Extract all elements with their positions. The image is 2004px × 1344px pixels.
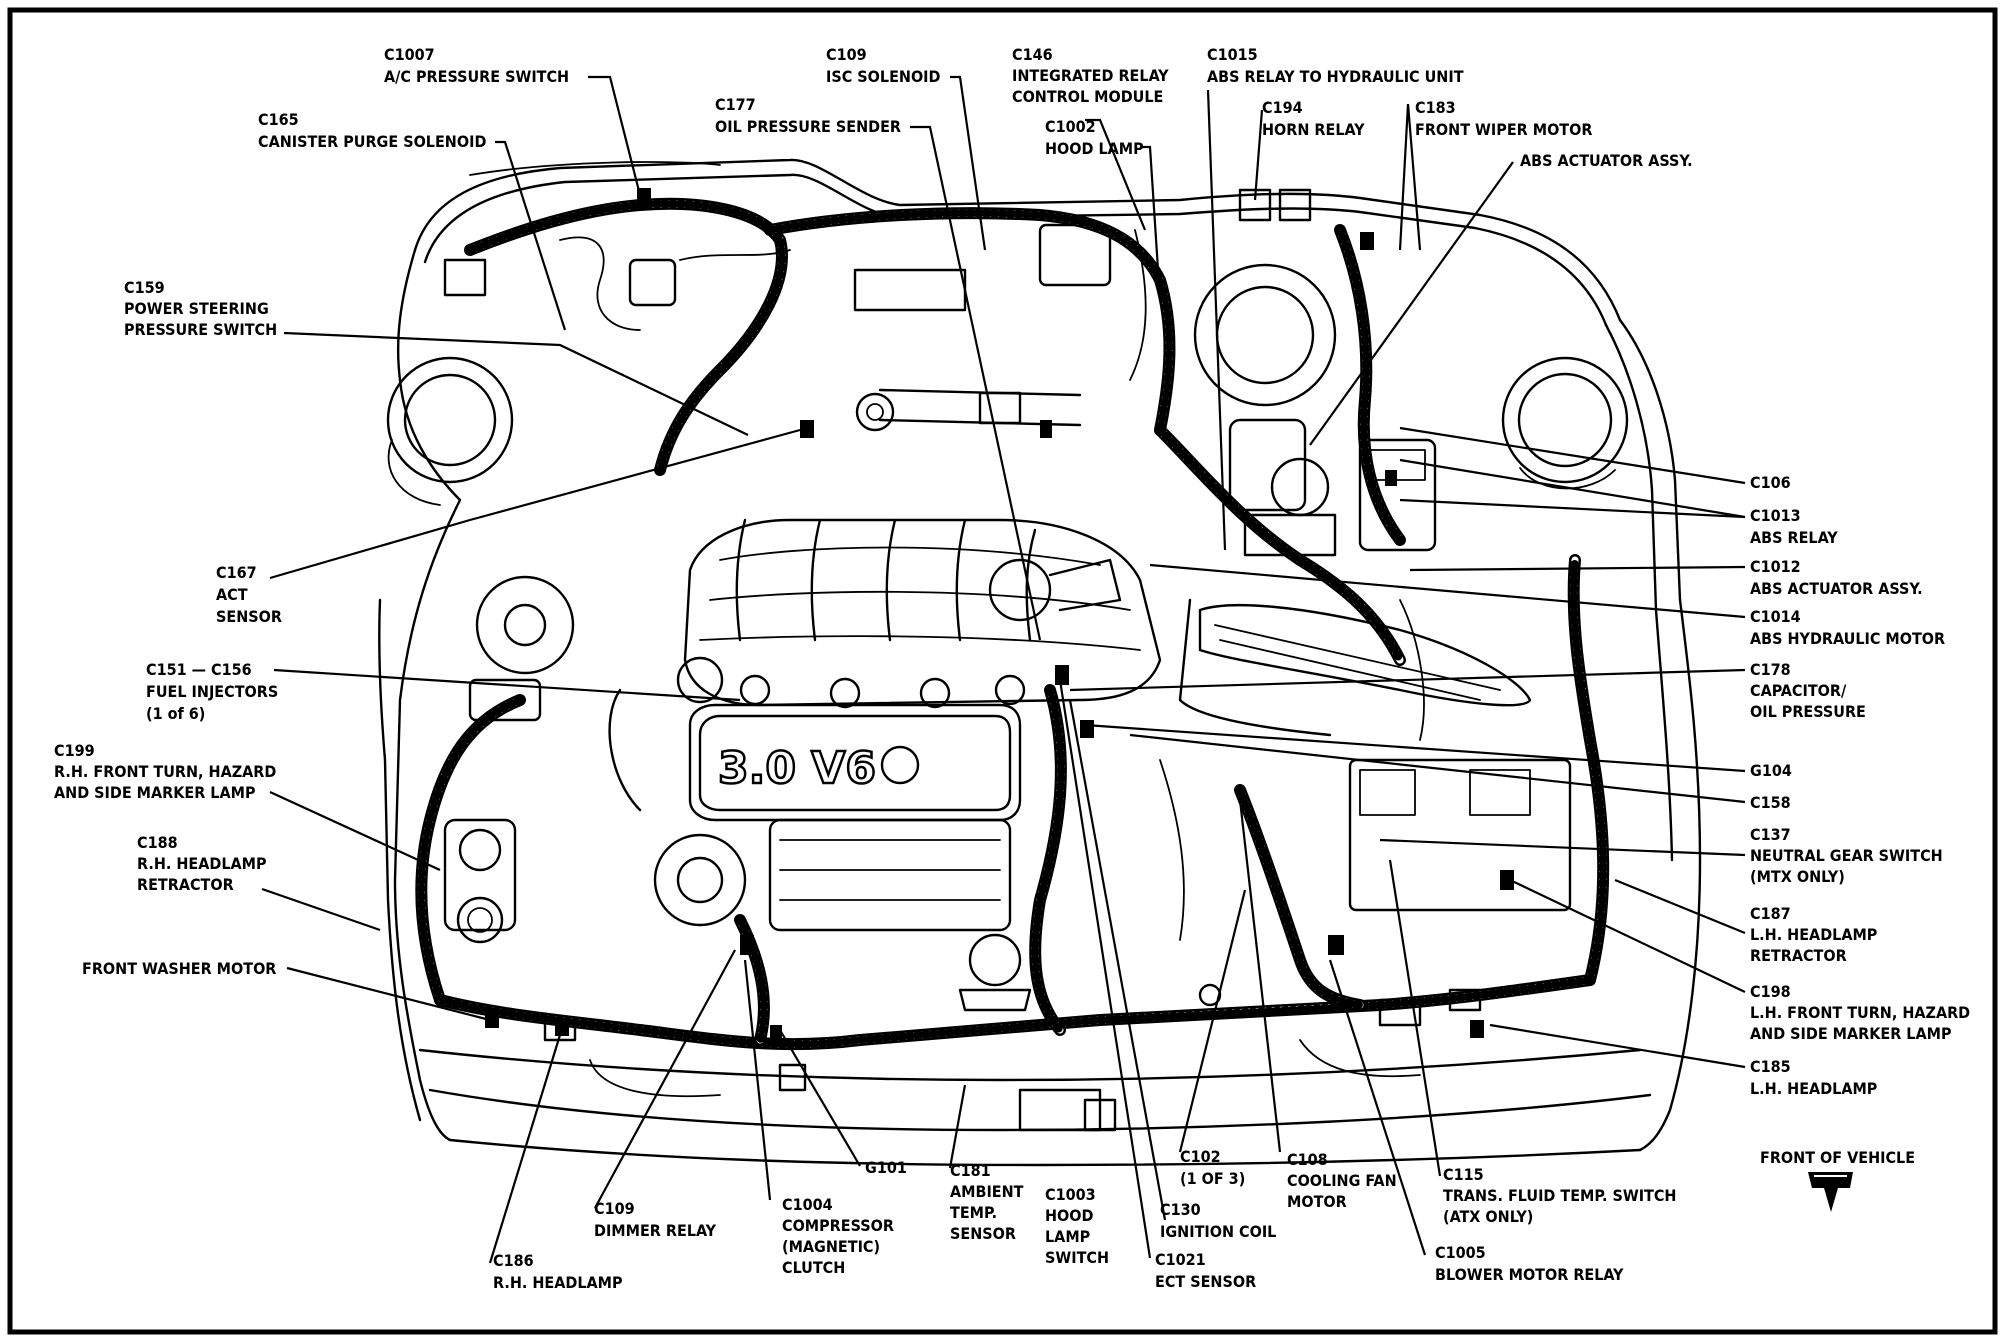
engine-bay-drawing [378,158,1702,1167]
label-c158: C158 [1750,793,1791,812]
label-front-washer-motor: FRONT WASHER MOTOR [82,959,276,978]
label-c198: C198 L.H. FRONT TURN, HAZARD AND SIDE MA… [1750,982,1975,1043]
label-c167: C167 ACT SENSOR [216,563,282,626]
label-c183: C183 FRONT WIPER MOTOR [1415,98,1592,139]
label-c165: C165 CANISTER PURGE SOLENOID [258,110,486,151]
label-c185: C185 L.H. HEADLAMP [1750,1057,1877,1098]
label-c1012: C1012 ABS ACTUATOR ASSY. [1750,557,1923,598]
wiring-harness [415,197,1610,1051]
label-c1002: C1002 HOOD LAMP [1045,117,1144,158]
label-c187: C187 L.H. HEADLAMP RETRACTOR [1750,904,1882,965]
engine-emblem: 3.0 V6 [718,743,876,794]
label-g101: G101 [865,1158,907,1177]
label-c109-dimmer: C109 DIMMER RELAY [594,1199,717,1240]
label-c102: C102 (1 OF 3) [1180,1147,1245,1188]
label-c194: C194 HORN RELAY [1262,98,1365,139]
label-c115: C115 TRANS. FLUID TEMP. SWITCH (ATX ONLY… [1443,1165,1682,1226]
label-c178: C178 CAPACITOR/ OIL PRESSURE [1750,660,1866,721]
label-c146: C146 INTEGRATED RELAY CONTROL MODULE [1012,45,1174,106]
label-c1007: C1007 A/C PRESSURE SWITCH [384,45,569,86]
callout-labels: C1007 A/C PRESSURE SWITCH C165 CANISTER … [54,45,1975,1292]
label-c186: C186 R.H. HEADLAMP [493,1251,623,1292]
front-arrow-icon [1808,1172,1853,1212]
label-c177: C177 OIL PRESSURE SENDER [715,95,901,136]
label-c108: C108 COOLING FAN MOTOR [1287,1150,1402,1211]
label-c181: C181 AMBIENT TEMP. SENSOR [950,1161,1029,1243]
label-c106: C106 [1750,473,1791,492]
label-c130: C130 IGNITION COIL [1160,1200,1276,1241]
label-c1015: C1015 ABS RELAY TO HYDRAULIC UNIT [1207,45,1464,86]
label-c1003: C1003 HOOD LAMP SWITCH [1045,1185,1109,1267]
label-c159: C159 POWER STEERING PRESSURE SWITCH [124,278,277,339]
label-c1004: C1004 COMPRESSOR (MAGNETIC) CLUTCH [782,1195,899,1277]
label-c188: C188 R.H. HEADLAMP RETRACTOR [137,833,272,894]
label-c109-isc: C109 ISC SOLENOID [826,45,941,86]
leader-lines [261,75,1746,1264]
label-abs-actuator-top: ABS ACTUATOR ASSY. [1520,151,1693,170]
label-c137: C137 NEUTRAL GEAR SWITCH (MTX ONLY) [1750,825,1948,886]
connector-blocks [485,188,1514,1041]
label-c199: C199 R.H. FRONT TURN, HAZARD AND SIDE MA… [54,741,281,802]
label-c151: C151 — C156 FUEL INJECTORS (1 of 6) [146,660,283,723]
label-c1021: C1021 ECT SENSOR [1155,1250,1256,1291]
label-c1014: C1014 ABS HYDRAULIC MOTOR [1750,607,1945,648]
label-c1005: C1005 BLOWER MOTOR RELAY [1435,1243,1624,1284]
label-g104: G104 [1750,761,1792,780]
front-of-vehicle-label: FRONT OF VEHICLE [1760,1148,1915,1167]
label-c1013: C1013 ABS RELAY [1750,506,1838,547]
diagram-frame [7,7,1998,1335]
